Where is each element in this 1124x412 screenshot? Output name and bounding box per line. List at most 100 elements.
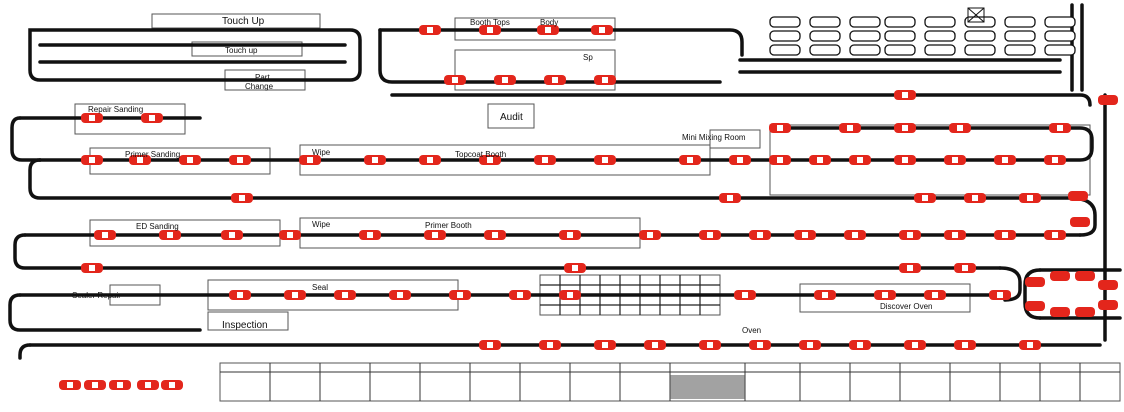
- carrier-marker: [699, 230, 721, 240]
- carrier-marker: [444, 75, 466, 85]
- carrier-marker: [284, 290, 306, 300]
- carrier-marker: [924, 290, 946, 300]
- carrier-marker: [221, 230, 243, 240]
- carrier-marker: [419, 25, 441, 35]
- wipe-label-2: Wipe: [312, 220, 331, 229]
- pod-marker: [924, 16, 956, 28]
- wipe-label-1: Wipe: [312, 148, 331, 157]
- carrier-marker: [137, 380, 159, 390]
- pod-marker: [849, 30, 881, 42]
- booth-tops-label: Booth Tops: [470, 18, 510, 27]
- pod-marker: [849, 44, 881, 56]
- carrier-marker: [699, 340, 721, 350]
- carrier-marker: [161, 380, 183, 390]
- carrier-marker: [129, 155, 151, 165]
- carrier-marker: [509, 290, 531, 300]
- carrier-marker: [1019, 193, 1041, 203]
- carrier-marker: [544, 75, 566, 85]
- carrier-marker: [849, 340, 871, 350]
- carrier-marker: [1044, 230, 1066, 240]
- carrier-marker: [994, 230, 1016, 240]
- topcoat-booth-label: Topcoat Booth: [455, 150, 506, 159]
- carrier-marker: [954, 263, 976, 273]
- carrier-marker: [81, 113, 103, 123]
- pod-marker: [1004, 30, 1036, 42]
- carrier-marker: [479, 25, 501, 35]
- touch-up-label: Touch Up: [222, 16, 265, 27]
- carrier-marker: [1070, 217, 1090, 227]
- carrier-marker: [559, 230, 581, 240]
- carrier-marker: [109, 380, 131, 390]
- touch-up-frame-2: [191, 41, 303, 57]
- carrier-marker: [364, 155, 386, 165]
- carrier-marker: [299, 155, 321, 165]
- carrier-marker: [594, 75, 616, 85]
- pod-marker: [964, 44, 996, 56]
- ed-sanding-frame: [89, 219, 281, 247]
- pod-marker: [1004, 44, 1036, 56]
- carrier-marker: [749, 230, 771, 240]
- carrier-marker: [639, 230, 661, 240]
- sealer-repair-label: Sealer Repair: [72, 291, 121, 300]
- carrier-marker: [81, 155, 103, 165]
- pod-marker: [1004, 16, 1036, 28]
- carrier-marker: [1075, 271, 1095, 281]
- pod-marker: [884, 44, 916, 56]
- primer-booth-label: Primer Booth: [425, 221, 472, 230]
- carrier-group: [59, 25, 1118, 390]
- carrier-marker: [904, 340, 926, 350]
- pod-marker: [924, 44, 956, 56]
- carrier-marker: [424, 230, 446, 240]
- primer-sanding-label: Primer Sanding: [125, 150, 180, 159]
- carrier-marker: [894, 155, 916, 165]
- carrier-marker: [769, 123, 791, 133]
- shaded-block: [670, 375, 745, 399]
- pod-marker: [1044, 30, 1076, 42]
- carrier-marker: [799, 340, 821, 350]
- audit-label: Audit: [500, 112, 523, 123]
- carrier-marker: [1068, 191, 1088, 201]
- inspection-frame: [207, 311, 289, 331]
- carrier-marker: [179, 155, 201, 165]
- pod-marker: [964, 30, 996, 42]
- carrier-marker: [844, 230, 866, 240]
- carrier-marker: [1050, 307, 1070, 317]
- carrier-marker: [894, 123, 916, 133]
- carrier-marker: [809, 155, 831, 165]
- pod-group: [769, 16, 1076, 56]
- carrier-marker: [141, 113, 163, 123]
- carrier-marker: [479, 340, 501, 350]
- carrier-marker: [839, 123, 861, 133]
- pod-marker: [769, 16, 801, 28]
- carrier-marker: [537, 25, 559, 35]
- pod-marker: [809, 16, 841, 28]
- mini-mixing-frame: [709, 129, 761, 149]
- touch-up-frame: [151, 13, 321, 29]
- carrier-marker: [359, 230, 381, 240]
- audit-box: [487, 103, 535, 129]
- part-label: Part: [255, 73, 270, 82]
- pod-marker: [809, 30, 841, 42]
- pod-marker: [1044, 44, 1076, 56]
- carrier-marker: [1075, 307, 1095, 317]
- carrier-marker: [591, 25, 613, 35]
- carrier-marker: [894, 90, 916, 100]
- carrier-marker: [944, 155, 966, 165]
- carrier-marker: [1049, 123, 1071, 133]
- carrier-marker: [644, 340, 666, 350]
- carrier-marker: [279, 230, 301, 240]
- carrier-marker: [729, 155, 751, 165]
- carrier-marker: [769, 155, 791, 165]
- carrier-marker: [994, 155, 1016, 165]
- carrier-marker: [159, 230, 181, 240]
- pod-marker: [884, 30, 916, 42]
- carrier-marker: [1098, 300, 1118, 310]
- repair-sanding-label: Repair Sanding: [88, 105, 143, 114]
- cross-box-icon: [967, 7, 985, 23]
- carrier-marker: [94, 230, 116, 240]
- carrier-marker: [564, 263, 586, 273]
- ed-sanding-label: ED Sanding: [136, 222, 179, 231]
- carrier-marker: [989, 290, 1011, 300]
